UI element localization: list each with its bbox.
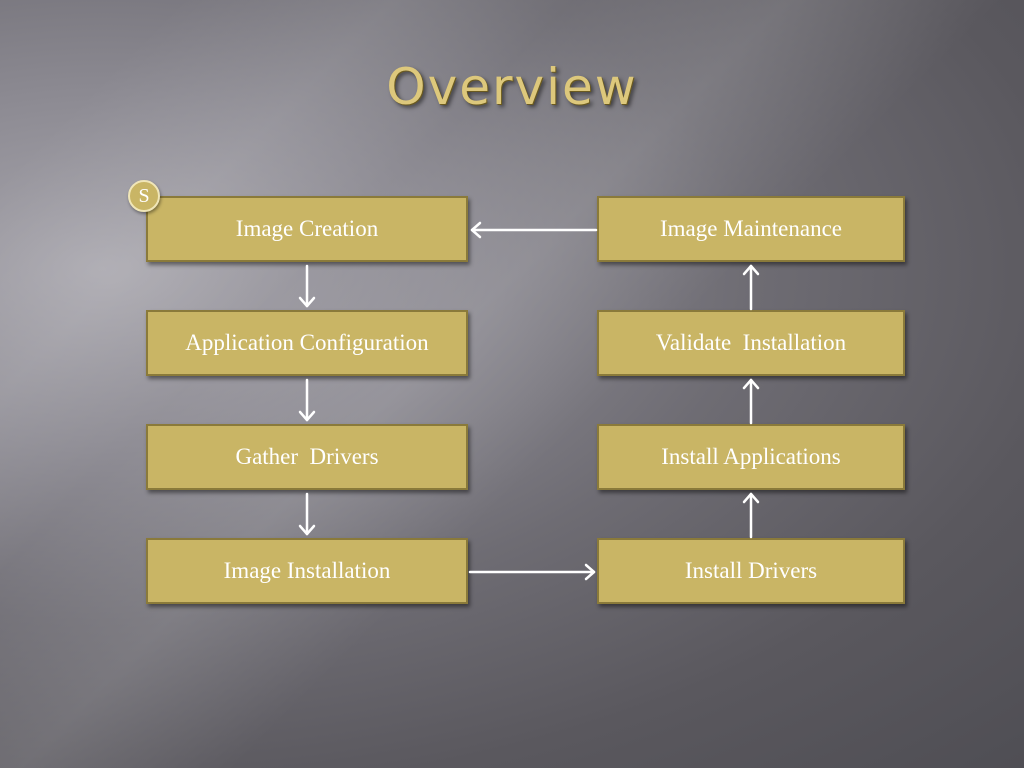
- start-badge: S: [128, 180, 160, 212]
- step-image-creation: Image Creation: [146, 196, 468, 262]
- arrow-install-drivers-to-install-apps: [742, 492, 760, 539]
- step-validate-installation: Validate Installation: [597, 310, 905, 376]
- slide-title: Overview: [386, 58, 638, 116]
- arrow-creation-to-config: [298, 264, 316, 308]
- step-image-installation: Image Installation: [146, 538, 468, 604]
- arrow-drivers-to-installation: [298, 492, 316, 536]
- arrow-validate-to-maintenance: [742, 264, 760, 311]
- arrow-config-to-drivers: [298, 378, 316, 422]
- arrow-installation-to-install-drivers: [468, 563, 596, 581]
- step-image-maintenance: Image Maintenance: [597, 196, 905, 262]
- step-install-applications: Install Applications: [597, 424, 905, 490]
- arrow-maintenance-to-creation: [470, 221, 598, 239]
- step-install-drivers: Install Drivers: [597, 538, 905, 604]
- step-gather-drivers: Gather Drivers: [146, 424, 468, 490]
- step-application-configuration: Application Configuration: [146, 310, 468, 376]
- arrow-install-apps-to-validate: [742, 378, 760, 425]
